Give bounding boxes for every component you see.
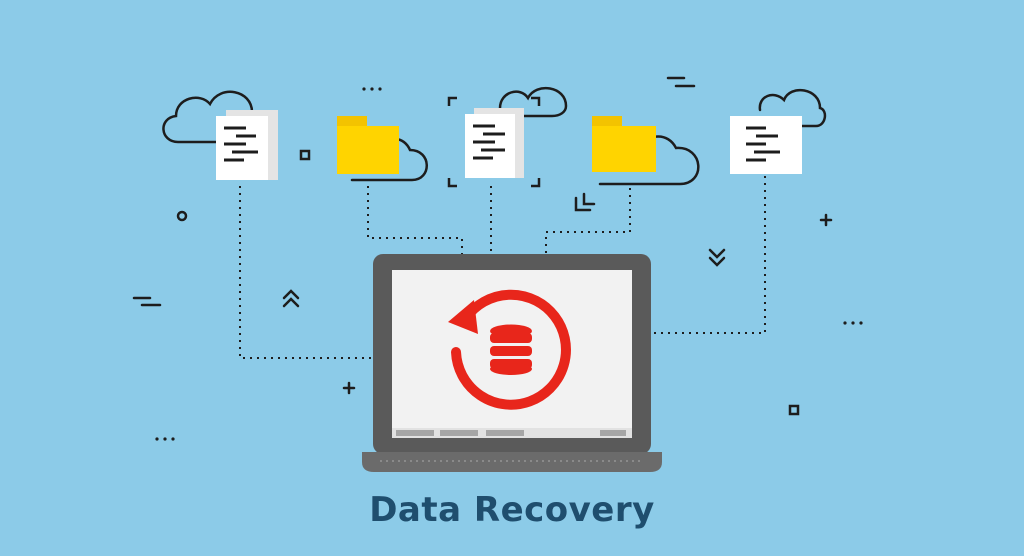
folder-icon <box>337 116 399 174</box>
connector-lines <box>239 176 766 359</box>
connector-doc-1 <box>239 186 378 359</box>
connector-folder-2 <box>545 188 631 258</box>
cloud-icon <box>498 86 568 118</box>
caption-title: Data Recovery <box>369 490 655 530</box>
focus-brackets <box>447 96 541 188</box>
connector-doc-3 <box>648 176 766 334</box>
dot-clusters <box>155 87 863 441</box>
cloud-icon <box>162 90 254 144</box>
document-icon <box>465 108 524 178</box>
recovery-icon <box>448 289 571 410</box>
database-icon <box>490 324 532 375</box>
folder-icon <box>592 116 656 172</box>
connector-folder-1 <box>367 186 463 258</box>
document-icon <box>730 116 802 174</box>
cloud-icon <box>758 88 827 128</box>
document-icon <box>216 110 278 180</box>
